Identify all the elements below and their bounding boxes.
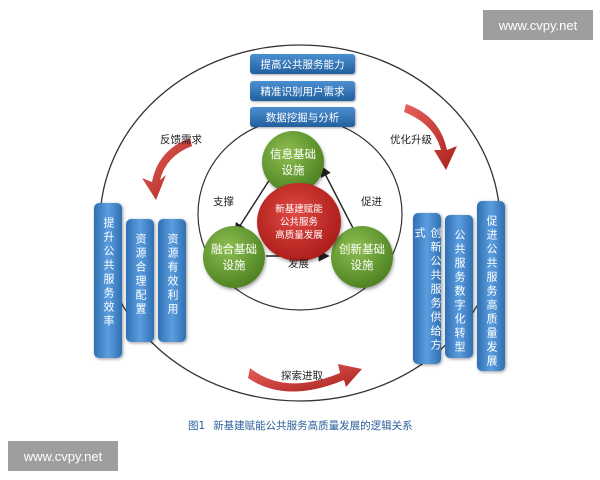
- left-column-label: 资源有效利用: [166, 233, 179, 317]
- top-box-user-needs: 精准识别用户需求: [250, 81, 355, 101]
- top-box-data-mining: 数据挖掘与分析: [250, 107, 355, 127]
- explore-arrow-icon: [248, 364, 362, 392]
- core-label-line: 公共服务: [279, 216, 318, 228]
- upgrade-arrow-icon: [404, 104, 457, 170]
- node-label-line: 设施: [222, 258, 246, 272]
- core-label-line: 新基建赋能: [275, 203, 323, 215]
- left-column-utilization: 资源有效利用: [158, 219, 186, 342]
- develop-label: 发展: [288, 258, 309, 270]
- node-label-line: 创新基础: [339, 242, 385, 256]
- node-label-line: 融合基础: [211, 242, 257, 256]
- explore-label: 探索进取: [281, 370, 323, 382]
- top-box-service-capability: 提高公共服务能力: [250, 54, 355, 74]
- right-column-supply-innovation: 创新公共服务供给方式: [413, 213, 442, 364]
- watermark-bottom: www.cvpy.net: [8, 441, 118, 471]
- right-column-quality-development: 促进公共服务高质量发展: [477, 201, 505, 371]
- support-label: 支撑: [213, 196, 234, 208]
- node-label-line: 信息基础: [270, 147, 316, 161]
- core-label-line: 高质量发展: [275, 229, 323, 241]
- left-column-efficiency: 提升公共服务效率: [94, 203, 122, 358]
- node-fusion-infrastructure: 融合基础 设施: [203, 226, 265, 288]
- figure-title: 新基建赋能公共服务高质量发展的逻辑关系: [213, 420, 413, 432]
- node-innovation-infrastructure: 创新基础 设施: [331, 226, 393, 288]
- feedback-arrow-icon: [142, 138, 192, 200]
- left-column-label: 提升公共服务效率: [102, 217, 115, 329]
- figure-caption: 图1 新基建赋能公共服务高质量发展的逻辑关系: [188, 418, 413, 433]
- watermark-top: www.cvpy.net: [483, 10, 593, 40]
- upgrade-label: 优化升级: [390, 134, 432, 146]
- right-column-digital-transformation: 公共服务数字化转型: [445, 215, 473, 358]
- left-column-label: 资源合理配置: [134, 233, 147, 317]
- core-node: 新基建赋能 公共服务 高质量发展: [257, 183, 341, 261]
- right-column-label: 公共服务数字化转型: [453, 229, 466, 355]
- node-information-infrastructure: 信息基础 设施: [262, 131, 324, 193]
- figure-number: 图1: [188, 420, 206, 432]
- left-column-allocation: 资源合理配置: [126, 219, 154, 342]
- node-label-line: 设施: [350, 258, 374, 272]
- right-column-label: 促进公共服务高质量发展: [485, 215, 498, 369]
- feedback-label: 反馈需求: [160, 134, 202, 146]
- right-column-label: 创新公共服务供给方式: [413, 227, 442, 353]
- node-label-line: 设施: [281, 163, 305, 177]
- promote-label: 促进: [361, 196, 382, 208]
- promote-arrow: [320, 165, 356, 233]
